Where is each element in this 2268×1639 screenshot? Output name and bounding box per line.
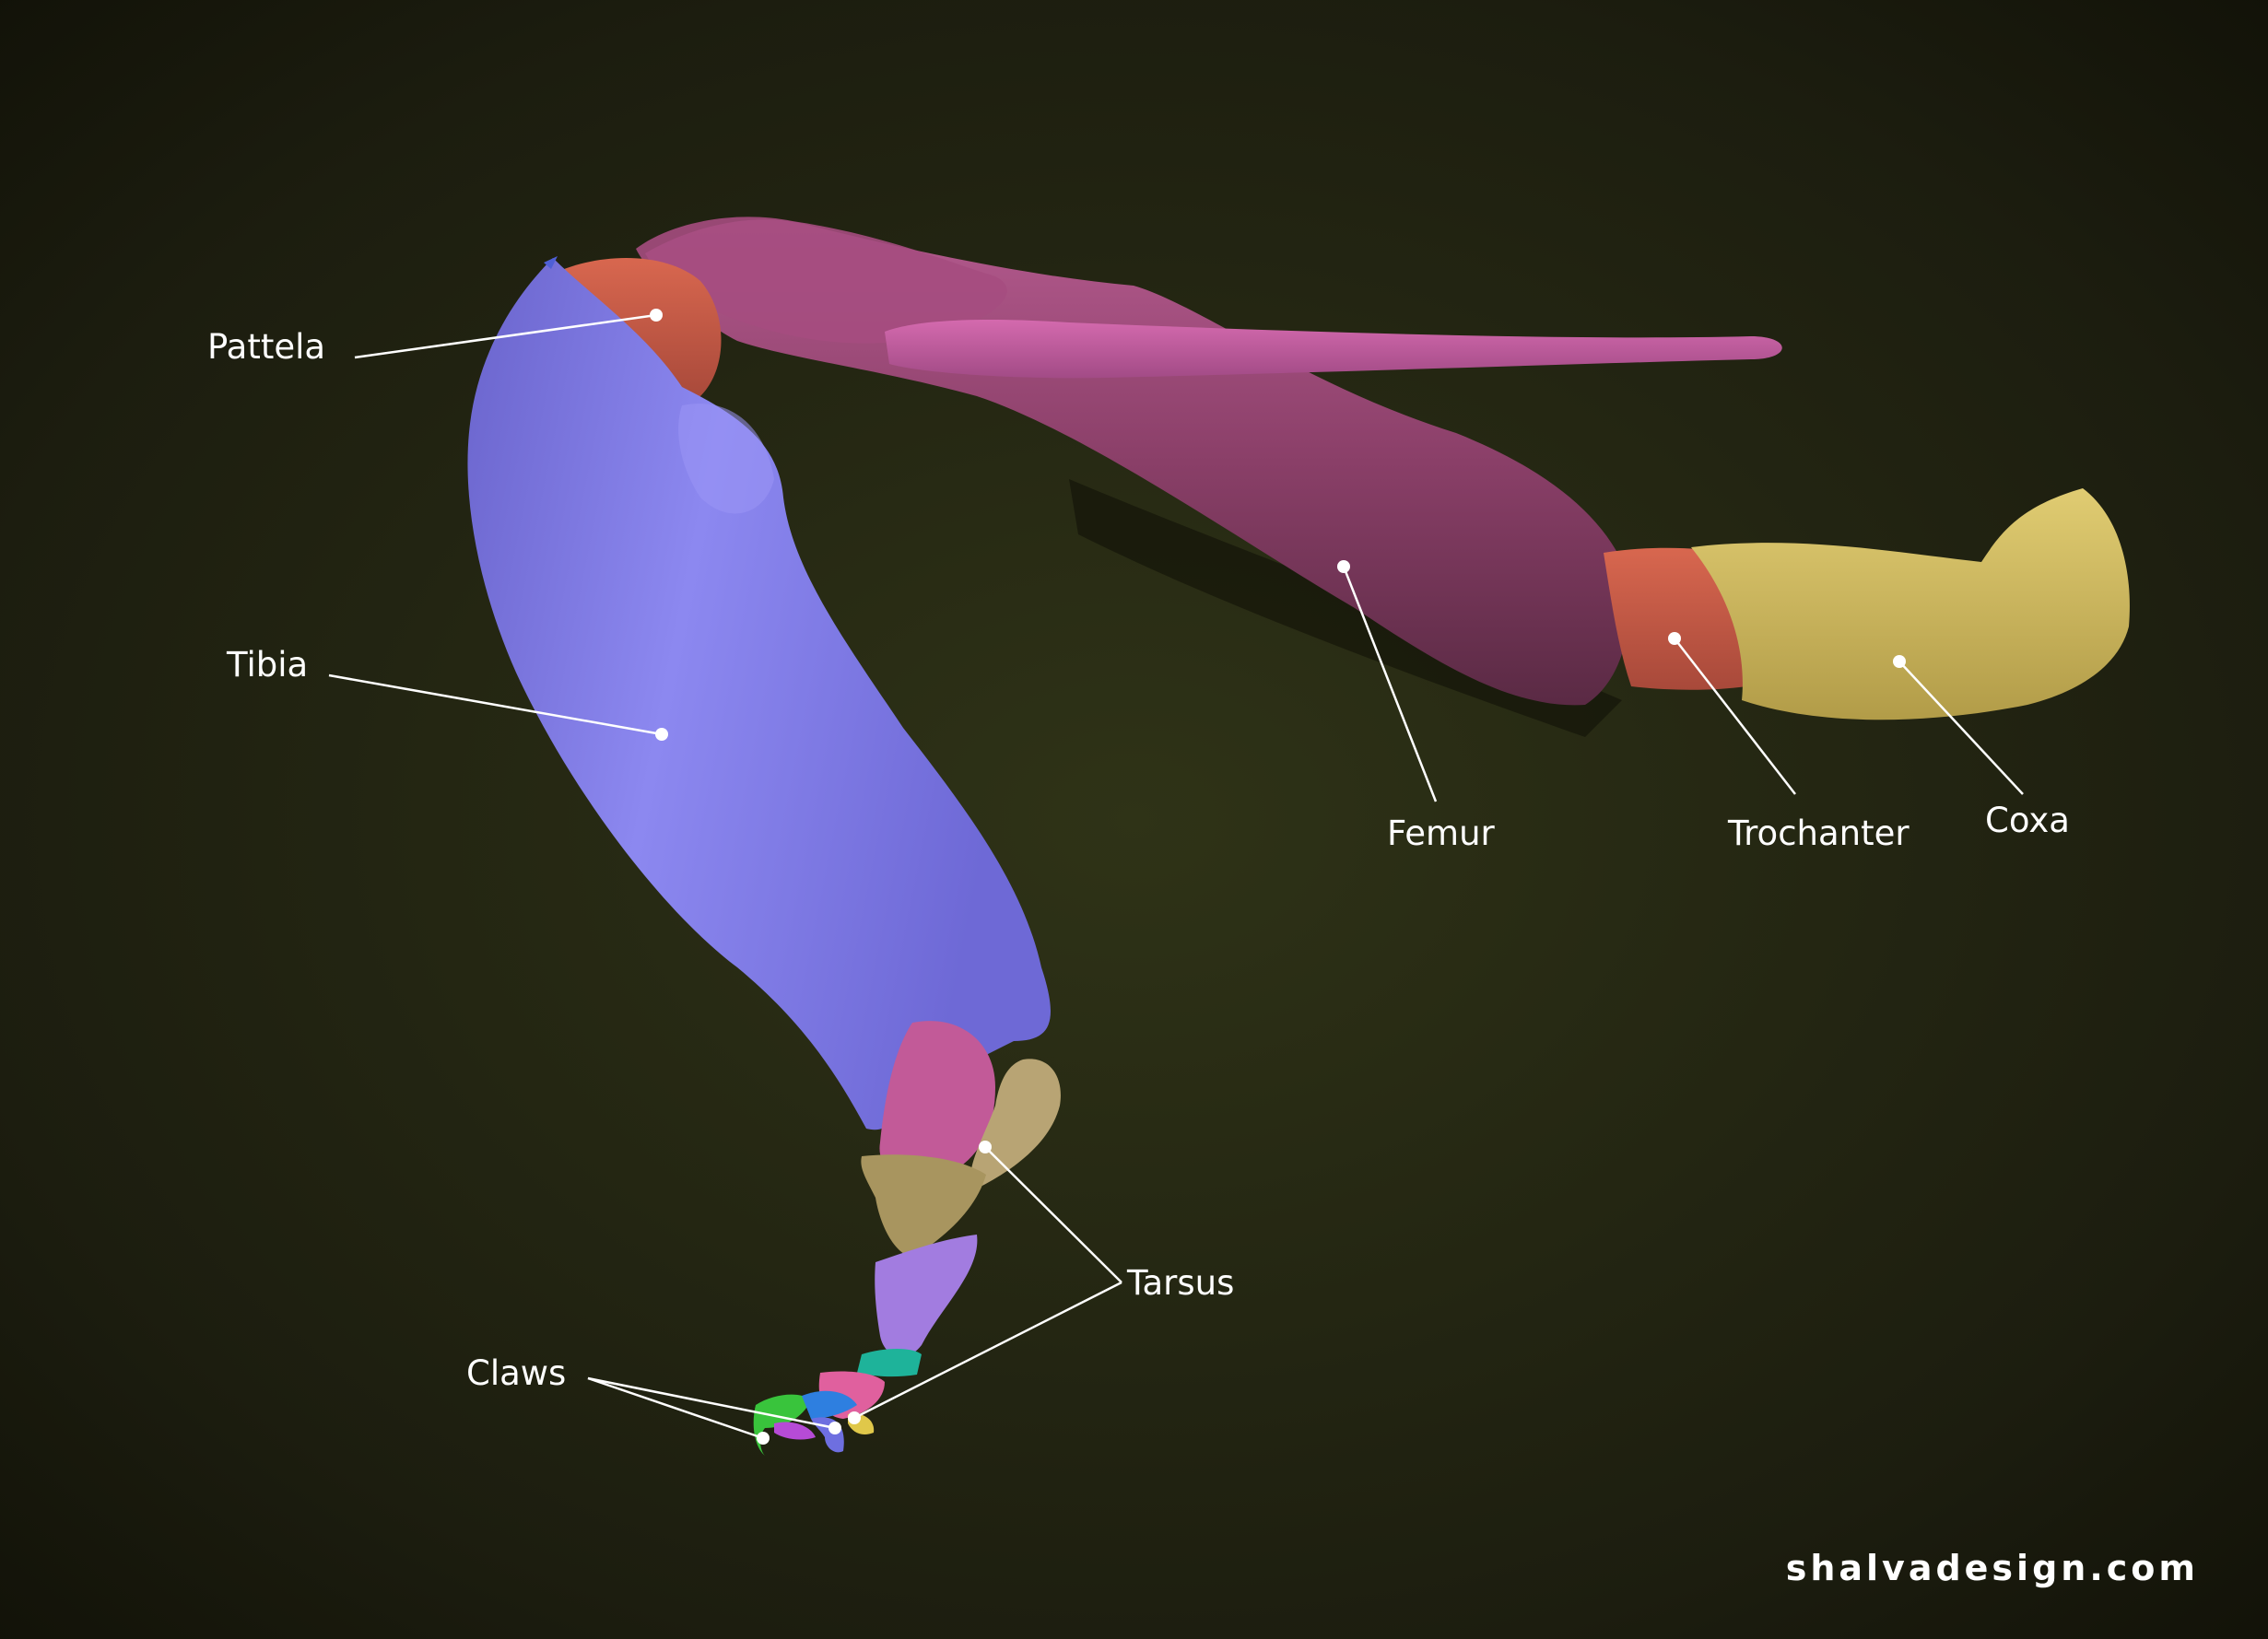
label-tibia: Tibia: [227, 645, 309, 685]
dot-claws-b: [828, 1422, 841, 1434]
label-coxa: Coxa: [1985, 801, 2070, 840]
leader-claws-a: [587, 1376, 764, 1440]
dot-tarsus-upper: [979, 1141, 992, 1153]
leader-tarsus-upper: [984, 1146, 1122, 1283]
tibia-highlight: [678, 404, 774, 514]
leader-lines: [328, 313, 2024, 1440]
leader-claws-b: [587, 1376, 836, 1430]
dot-femur: [1337, 560, 1350, 573]
claw-violet: [774, 1422, 816, 1440]
teal-band: [857, 1349, 922, 1377]
site-credit: shalvadesign.com: [1785, 1548, 2199, 1588]
dot-trochanter: [1668, 632, 1681, 645]
dot-claws-a: [757, 1432, 770, 1445]
coxa-shape: [1691, 488, 2130, 720]
tibia-shape: [467, 258, 1051, 1130]
dot-pattela: [650, 309, 663, 322]
femur-upper-lobe: [636, 217, 1007, 344]
dot-tarsus-lower: [848, 1411, 861, 1424]
label-claws: Claws: [466, 1353, 567, 1393]
leader-dots: [650, 309, 1906, 1445]
tibia-tip: [544, 256, 558, 269]
metatarsus-joint: [879, 1021, 995, 1182]
claw-blue: [802, 1390, 857, 1419]
dot-tibia: [655, 728, 668, 741]
tarsus-lower: [861, 1154, 986, 1258]
label-trochanter: Trochanter: [1728, 814, 1910, 853]
trochanter-shape: [1604, 547, 1751, 690]
leader-tarsus-lower: [853, 1281, 1122, 1420]
dot-coxa: [1893, 655, 1906, 668]
label-femur: Femur: [1387, 814, 1495, 853]
leader-coxa: [1898, 661, 2024, 795]
label-tarsus: Tarsus: [1127, 1263, 1235, 1303]
label-pattela: Pattela: [207, 327, 326, 367]
leader-trochanter: [1674, 638, 1796, 795]
femur-spine: [885, 320, 1782, 379]
leader-pattela: [354, 313, 657, 359]
leader-femur: [1342, 566, 1438, 802]
lower-segment: [875, 1235, 978, 1357]
leader-tibia: [328, 673, 663, 736]
